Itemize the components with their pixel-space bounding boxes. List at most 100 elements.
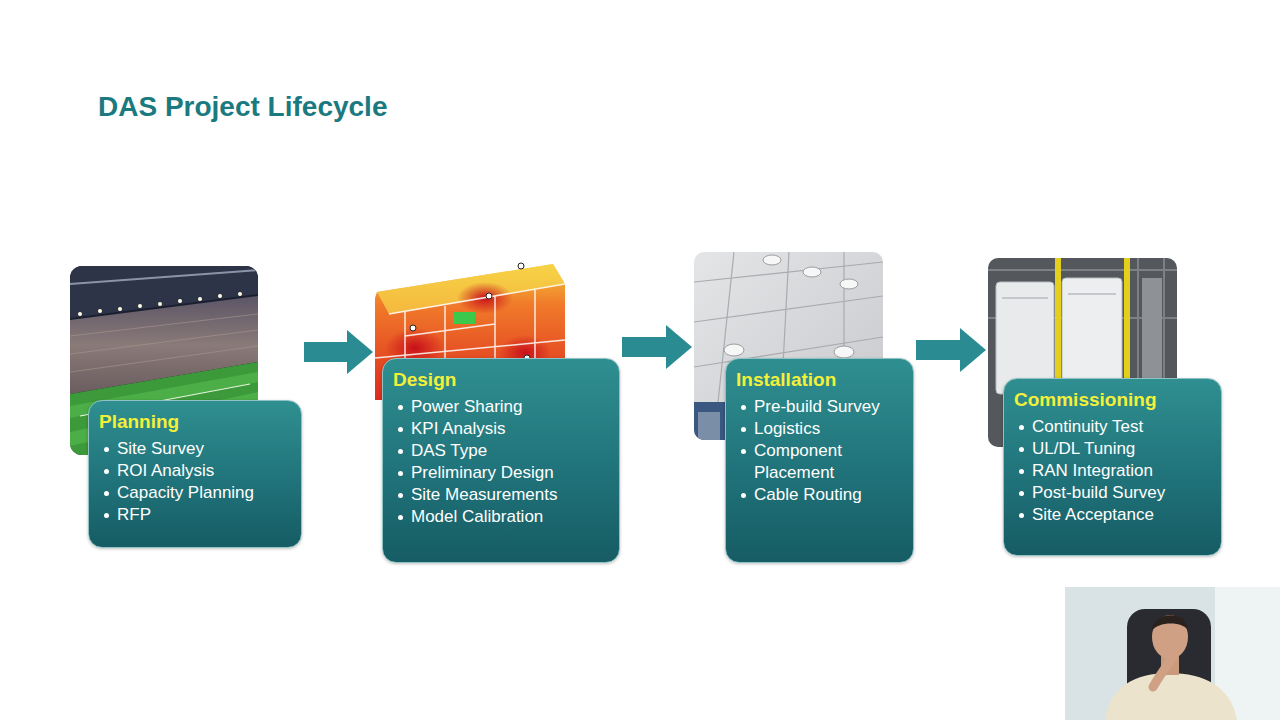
bullet-text: KPI Analysis <box>411 418 506 440</box>
heatmap-floor <box>518 263 524 269</box>
bullet-text: Logistics <box>754 418 820 440</box>
ceiling-scene <box>694 252 883 440</box>
ceiling-scene <box>803 267 821 277</box>
bullet-item: ROI Analysis <box>99 460 291 482</box>
webcam-picture <box>1065 587 1280 720</box>
stadium-scene <box>138 304 142 308</box>
bullet-dot <box>1019 469 1024 474</box>
stadium-scene <box>70 270 258 284</box>
bullet-item: DAS Type <box>393 440 609 462</box>
bullet-text: Site Acceptance <box>1032 504 1154 526</box>
bullet-item: Continuity Test <box>1014 416 1211 438</box>
stage-heading: Design <box>393 368 609 392</box>
bullet-dot <box>104 447 109 452</box>
ceiling-scene <box>724 344 744 356</box>
stadium-scene <box>178 299 182 303</box>
stadium-scene <box>158 302 162 306</box>
stage-heading: Installation <box>736 368 903 392</box>
bullet-text: Site Measurements <box>411 484 557 506</box>
bullet-dot <box>1019 425 1024 430</box>
ceiling-scene <box>763 255 781 265</box>
bullet-text: Site Survey <box>117 438 204 460</box>
stage-node: CommissioningContinuity TestUL/DL Tuning… <box>988 258 1222 556</box>
heatmap-floor <box>486 293 492 299</box>
bullet-dot <box>1019 513 1024 518</box>
stage-heading: Planning <box>99 410 291 434</box>
flow-arrow <box>304 342 351 362</box>
stage-box: DesignPower SharingKPI AnalysisDAS TypeP… <box>382 358 620 563</box>
bullet-item: Site Survey <box>99 438 291 460</box>
ceiling-scene <box>840 279 858 289</box>
bullet-item: Post-build Survey <box>1014 482 1211 504</box>
bullet-item: Pre-build Survey <box>736 396 903 418</box>
bullet-dot <box>104 469 109 474</box>
bullet-dot <box>741 427 746 432</box>
bullet-text: DAS Type <box>411 440 487 462</box>
bullet-text: Preliminary Design <box>411 462 554 484</box>
bullet-text: RAN Integration <box>1032 460 1153 482</box>
bullet-text: Pre-build Survey <box>754 396 880 418</box>
stadium-scene <box>78 312 82 316</box>
bullet-dot <box>398 515 403 520</box>
bullet-dot <box>398 427 403 432</box>
ceiling-scene <box>724 255 858 358</box>
stage-node: DesignPower SharingKPI AnalysisDAS TypeP… <box>375 258 620 563</box>
bullet-dot <box>104 491 109 496</box>
bullet-dot <box>741 449 746 454</box>
bullet-item: Model Calibration <box>393 506 609 528</box>
ceiling-scene <box>694 252 883 440</box>
bullet-item: Site Measurements <box>393 484 609 506</box>
ceiling-scene <box>834 346 854 358</box>
stadium-scene <box>218 294 222 298</box>
slide-title: DAS Project Lifecycle <box>98 89 387 125</box>
bullet-text: Power Sharing <box>411 396 523 418</box>
bullet-text: UL/DL Tuning <box>1032 438 1135 460</box>
bullet-text: Model Calibration <box>411 506 543 528</box>
stage-node: InstallationPre-build SurveyLogisticsCom… <box>694 252 914 563</box>
stadium-scene <box>118 307 122 311</box>
bullet-text: ROI Analysis <box>117 460 214 482</box>
equipment-scene <box>1062 278 1122 394</box>
bullet-item: Preliminary Design <box>393 462 609 484</box>
stage-node: PlanningSite SurveyROI AnalysisCapacity … <box>70 266 302 548</box>
bullet-item: RAN Integration <box>1014 460 1211 482</box>
stadium-scene <box>238 292 242 296</box>
webcam-scene <box>1152 615 1188 631</box>
bullet-dot <box>1019 447 1024 452</box>
bullet-item: Component Placement <box>736 440 903 484</box>
webcam-scene <box>1153 657 1173 687</box>
bullet-text: Cable Routing <box>754 484 862 506</box>
stadium-scene <box>70 314 258 372</box>
bullet-item: KPI Analysis <box>393 418 609 440</box>
bullet-item: Cable Routing <box>736 484 903 506</box>
stage-heading: Commissioning <box>1014 388 1211 412</box>
bullet-item: Site Acceptance <box>1014 504 1211 526</box>
webcam-scene <box>1105 673 1237 720</box>
stage-box: PlanningSite SurveyROI AnalysisCapacity … <box>88 400 302 548</box>
stage-box: InstallationPre-build SurveyLogisticsCom… <box>725 358 914 563</box>
bullet-dot <box>398 493 403 498</box>
bullet-dot <box>741 405 746 410</box>
ceiling-scene <box>698 412 720 440</box>
bullet-text: Post-build Survey <box>1032 482 1165 504</box>
flow-arrow <box>622 337 670 357</box>
bullet-item: Power Sharing <box>393 396 609 418</box>
flow-arrow <box>916 340 964 360</box>
ceiling-scene <box>694 252 883 440</box>
bullet-text: Component Placement <box>754 440 903 484</box>
bullet-item: Logistics <box>736 418 903 440</box>
webcam-scene <box>1065 587 1280 720</box>
bullet-item: Capacity Planning <box>99 482 291 504</box>
bullet-dot <box>398 405 403 410</box>
bullet-dot <box>398 449 403 454</box>
stadium-scene <box>98 309 102 313</box>
bullet-text: RFP <box>117 504 151 526</box>
bullet-text: Capacity Planning <box>117 482 254 504</box>
bullet-text: Continuity Test <box>1032 416 1143 438</box>
bullet-dot <box>1019 491 1024 496</box>
bullet-item: RFP <box>99 504 291 526</box>
bullet-dot <box>741 493 746 498</box>
bullet-item: UL/DL Tuning <box>1014 438 1211 460</box>
webcam-scene <box>1065 587 1280 720</box>
